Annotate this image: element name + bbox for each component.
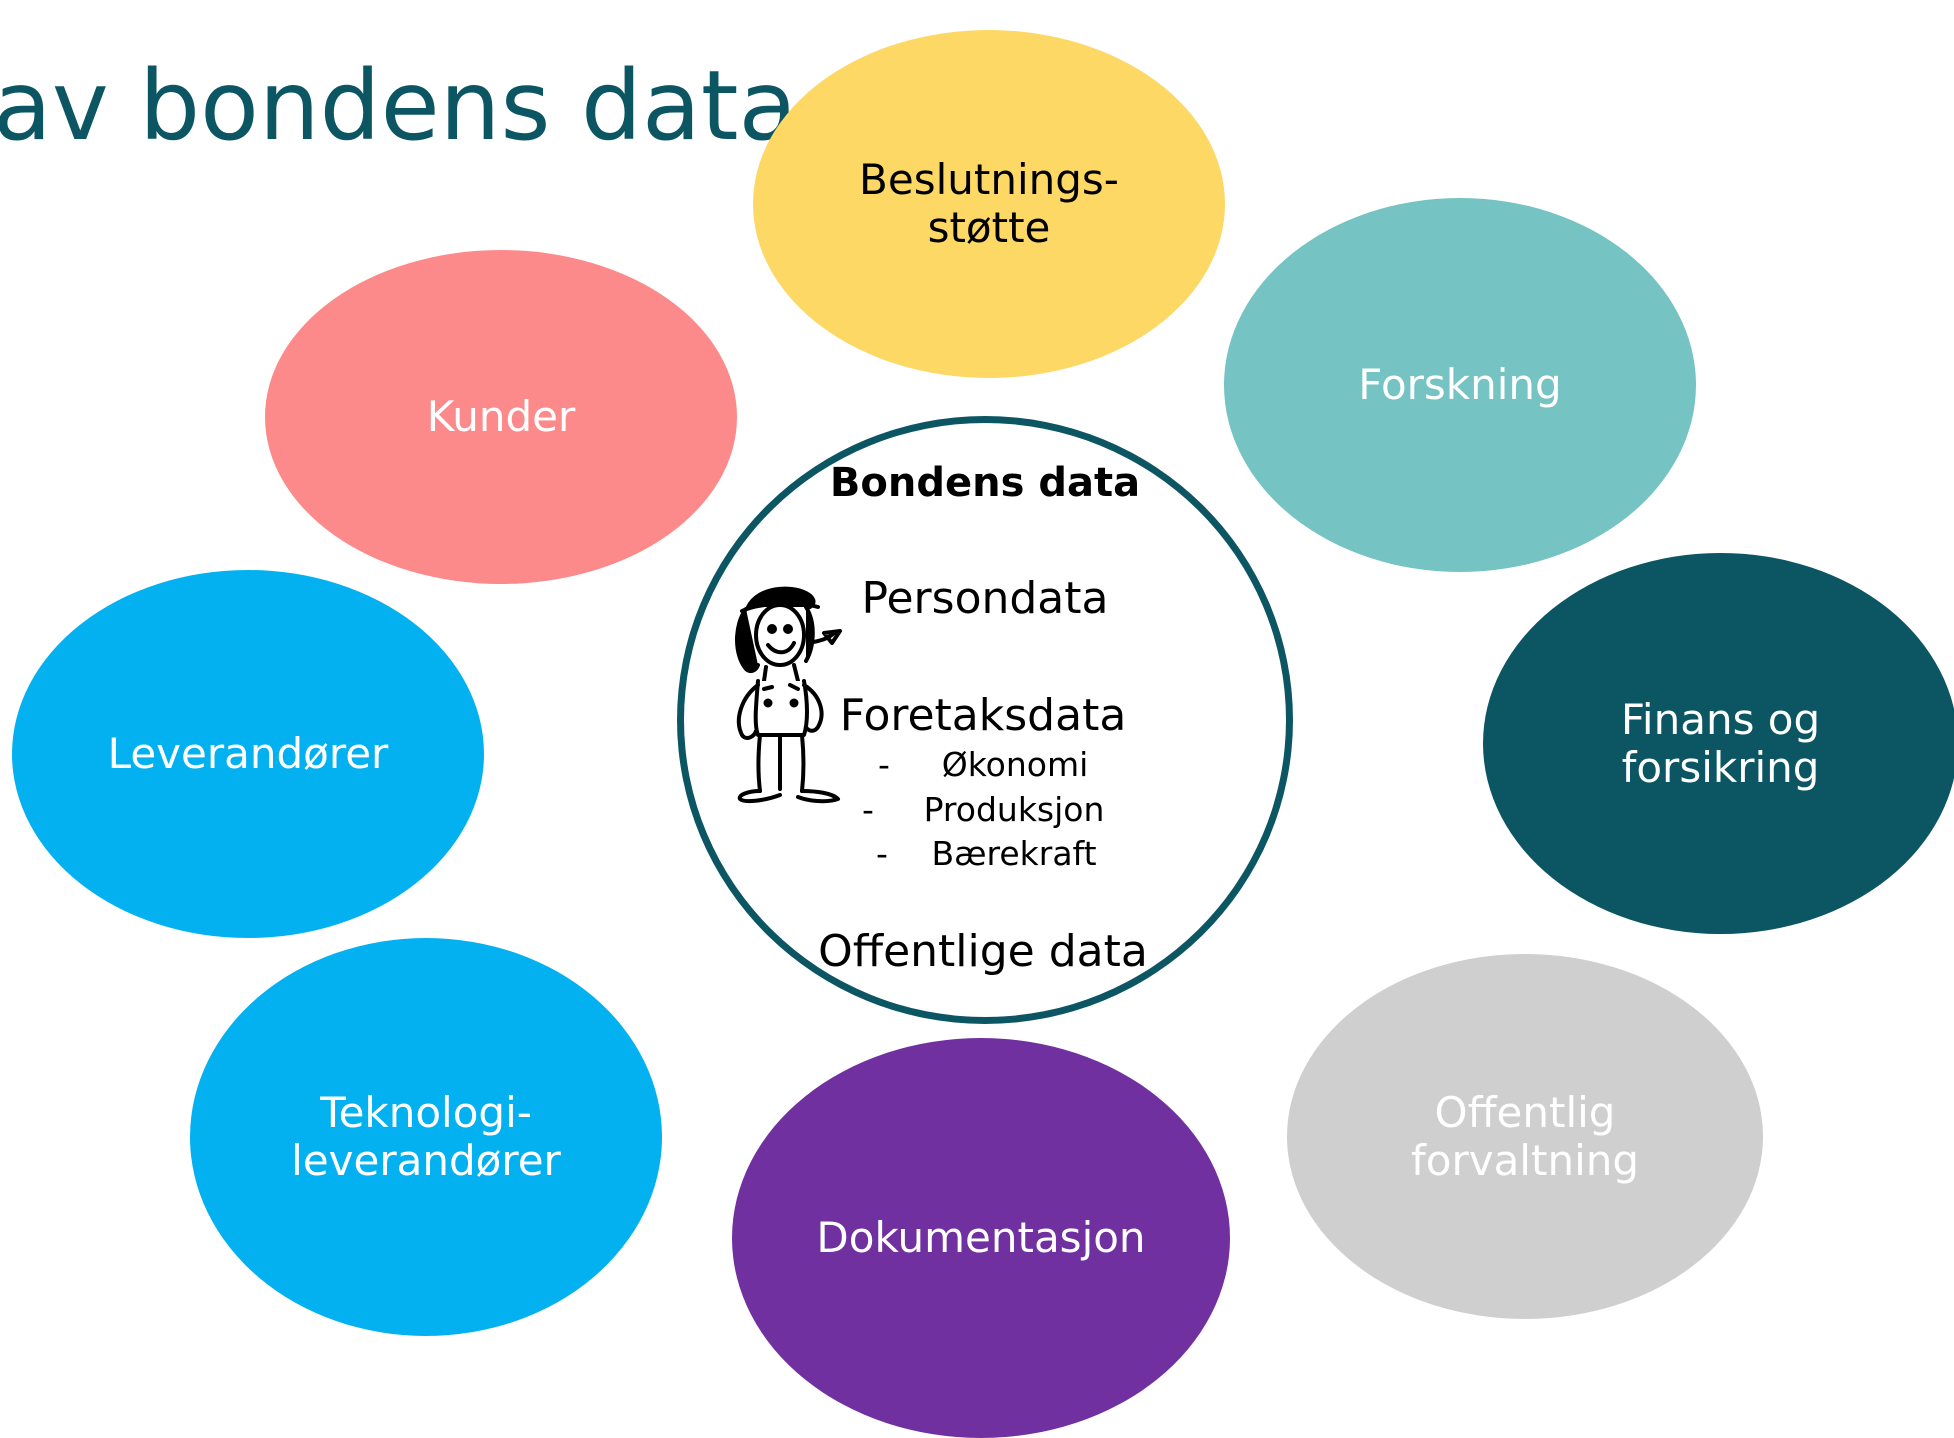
sub-item-baerekraft: Bærekraft <box>931 834 1097 873</box>
center-foretaksdata: Foretaksdata <box>839 690 1127 741</box>
bubble-leverandorer: Leverandører <box>12 570 484 938</box>
sub-item-dash: - <box>876 834 888 873</box>
sub-item-okonomi: Økonomi <box>941 745 1089 784</box>
page-title: av bondens data <box>0 50 798 162</box>
bubble-teknologileverandorer: Teknologi- leverandører <box>190 938 662 1336</box>
center-heading: Bondens data <box>829 460 1141 506</box>
bubble-dokumentasjon: Dokumentasjon <box>732 1038 1230 1438</box>
bubble-finans-og-forsikring: Finans og forsikring <box>1483 553 1954 934</box>
center-persondata: Persondata <box>861 573 1109 624</box>
bubble-forskning: Forskning <box>1224 198 1696 572</box>
center-offentlige-data: Offentlige data <box>818 926 1148 977</box>
sub-item-produksjon: Produksjon <box>923 790 1105 829</box>
bubble-kunder: Kunder <box>265 250 737 584</box>
bubble-offentlig-forvaltning: Offentlig forvaltning <box>1287 954 1763 1319</box>
sub-item-dash: - <box>878 745 890 784</box>
sub-item-dash: - <box>862 790 874 829</box>
farmer-figure-icon <box>735 586 842 804</box>
bubble-beslutningsstotte: Beslutnings- støtte <box>753 30 1225 378</box>
